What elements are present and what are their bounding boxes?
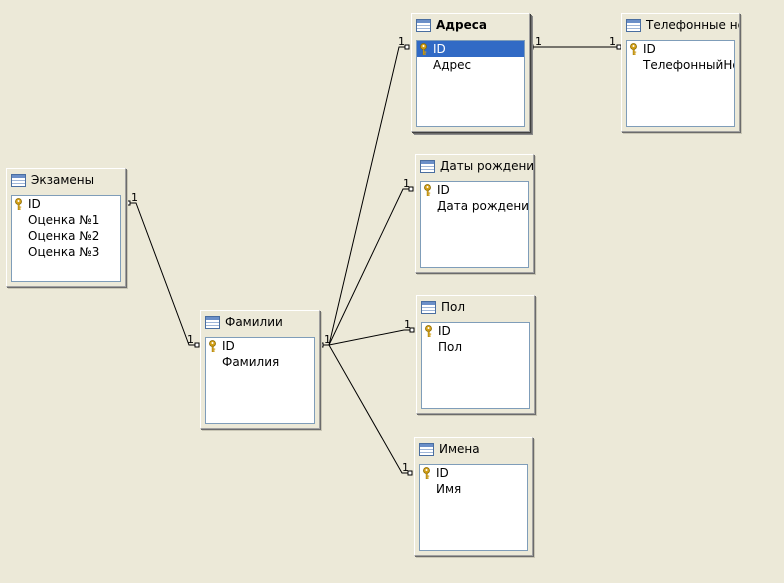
field-row[interactable]: Фамилия: [206, 354, 314, 370]
table-title: Адреса: [436, 18, 487, 32]
primary-key-icon: [630, 43, 637, 55]
table-title: Имена: [439, 442, 480, 456]
field-row[interactable]: Оценка №3: [12, 244, 120, 260]
field-name: Оценка №1: [28, 213, 100, 227]
primary-key-icon: [15, 198, 22, 210]
table-icon: [205, 315, 220, 329]
field-name: Пол: [438, 340, 463, 354]
table-title: Даты рождений: [440, 159, 533, 173]
table-title: Пол: [441, 300, 466, 314]
table-title-bar[interactable]: Пол: [417, 296, 534, 318]
field-row[interactable]: Пол: [422, 339, 529, 355]
field-row[interactable]: ID: [627, 41, 734, 57]
field-list[interactable]: ID Оценка №1 Оценка №2 Оценка №3: [11, 195, 121, 282]
relation-cardinality-label: 1: [131, 191, 138, 204]
field-row[interactable]: Оценка №1: [12, 212, 120, 228]
field-name: Оценка №2: [28, 229, 100, 243]
primary-key-icon: [423, 467, 430, 479]
field-name: ID: [436, 466, 449, 480]
relation-connector: [404, 44, 410, 50]
field-list[interactable]: ID Пол: [421, 322, 530, 409]
field-name: Фамилия: [222, 355, 280, 369]
field-row[interactable]: Оценка №2: [12, 228, 120, 244]
field-name: ID: [438, 324, 451, 338]
field-name: ID: [222, 339, 235, 353]
field-list[interactable]: ID Имя: [419, 464, 528, 551]
field-row[interactable]: ID: [206, 338, 314, 354]
relation-connector: [194, 342, 200, 348]
table-title-bar[interactable]: Фамилии: [201, 311, 319, 333]
primary-key-icon: [209, 340, 216, 352]
table-title: Фамилии: [225, 315, 283, 329]
field-row[interactable]: ТелефонныйНо: [627, 57, 734, 73]
field-name: Имя: [436, 482, 462, 496]
field-row[interactable]: ID: [417, 41, 524, 57]
table-title-bar[interactable]: Адреса: [412, 14, 529, 36]
relation-cardinality-label: 1: [609, 35, 616, 48]
field-name: Адрес: [433, 58, 472, 72]
relation-connector: [125, 200, 131, 206]
table-icon: [419, 442, 434, 456]
relation-cardinality-label: 1: [324, 333, 331, 346]
field-row[interactable]: ID: [421, 182, 528, 198]
field-name: ТелефонныйНо: [643, 58, 734, 72]
relation-connector: [409, 327, 415, 333]
field-list[interactable]: ID Адрес: [416, 40, 525, 127]
field-name: ID: [437, 183, 450, 197]
relation-connector: [408, 186, 414, 192]
relation-cardinality-label: 1: [398, 35, 405, 48]
primary-key-icon: [420, 43, 427, 55]
table-title: Экзамены: [31, 173, 95, 187]
relation-cardinality-label: 1: [404, 318, 411, 331]
table-title-bar[interactable]: Даты рождений: [416, 155, 533, 177]
relation-cardinality-label: 1: [535, 35, 542, 48]
table-title-bar[interactable]: Экзамены: [7, 169, 125, 191]
table-window-phones[interactable]: Телефонные но ID ТелефонныйНо: [621, 13, 740, 132]
table-icon: [416, 18, 431, 32]
field-name: Оценка №3: [28, 245, 100, 259]
field-row[interactable]: ID: [420, 465, 527, 481]
field-name: ID: [643, 42, 656, 56]
table-icon: [11, 173, 26, 187]
relation-line-surnames-names[interactable]: [321, 344, 410, 474]
table-title: Телефонные но: [646, 18, 739, 32]
field-list[interactable]: ID Фамилия: [205, 337, 315, 424]
field-name: ID: [28, 197, 41, 211]
field-list[interactable]: ID Дата рождения: [420, 181, 529, 268]
relation-cardinality-label: 1: [403, 177, 410, 190]
table-title-bar[interactable]: Телефонные но: [622, 14, 739, 36]
field-row[interactable]: Имя: [420, 481, 527, 497]
primary-key-icon: [425, 325, 432, 337]
primary-key-icon: [424, 184, 431, 196]
field-name: ID: [433, 42, 446, 56]
table-icon: [420, 159, 435, 173]
field-row[interactable]: ID: [12, 196, 120, 212]
table-icon: [421, 300, 436, 314]
field-list[interactable]: ID ТелефонныйНо: [626, 40, 735, 127]
relation-connector: [407, 470, 413, 476]
table-title-bar[interactable]: Имена: [415, 438, 532, 460]
relation-cardinality-label: 1: [187, 333, 194, 346]
table-icon: [626, 18, 641, 32]
field-row[interactable]: Дата рождения: [421, 198, 528, 214]
field-row[interactable]: Адрес: [417, 57, 524, 73]
relation-cardinality-label: 1: [402, 461, 409, 474]
relation-line-surnames-addresses[interactable]: [321, 46, 407, 346]
relation-line-exams-surnames[interactable]: [128, 202, 197, 346]
field-name: Дата рождения: [437, 199, 528, 213]
field-row[interactable]: ID: [422, 323, 529, 339]
